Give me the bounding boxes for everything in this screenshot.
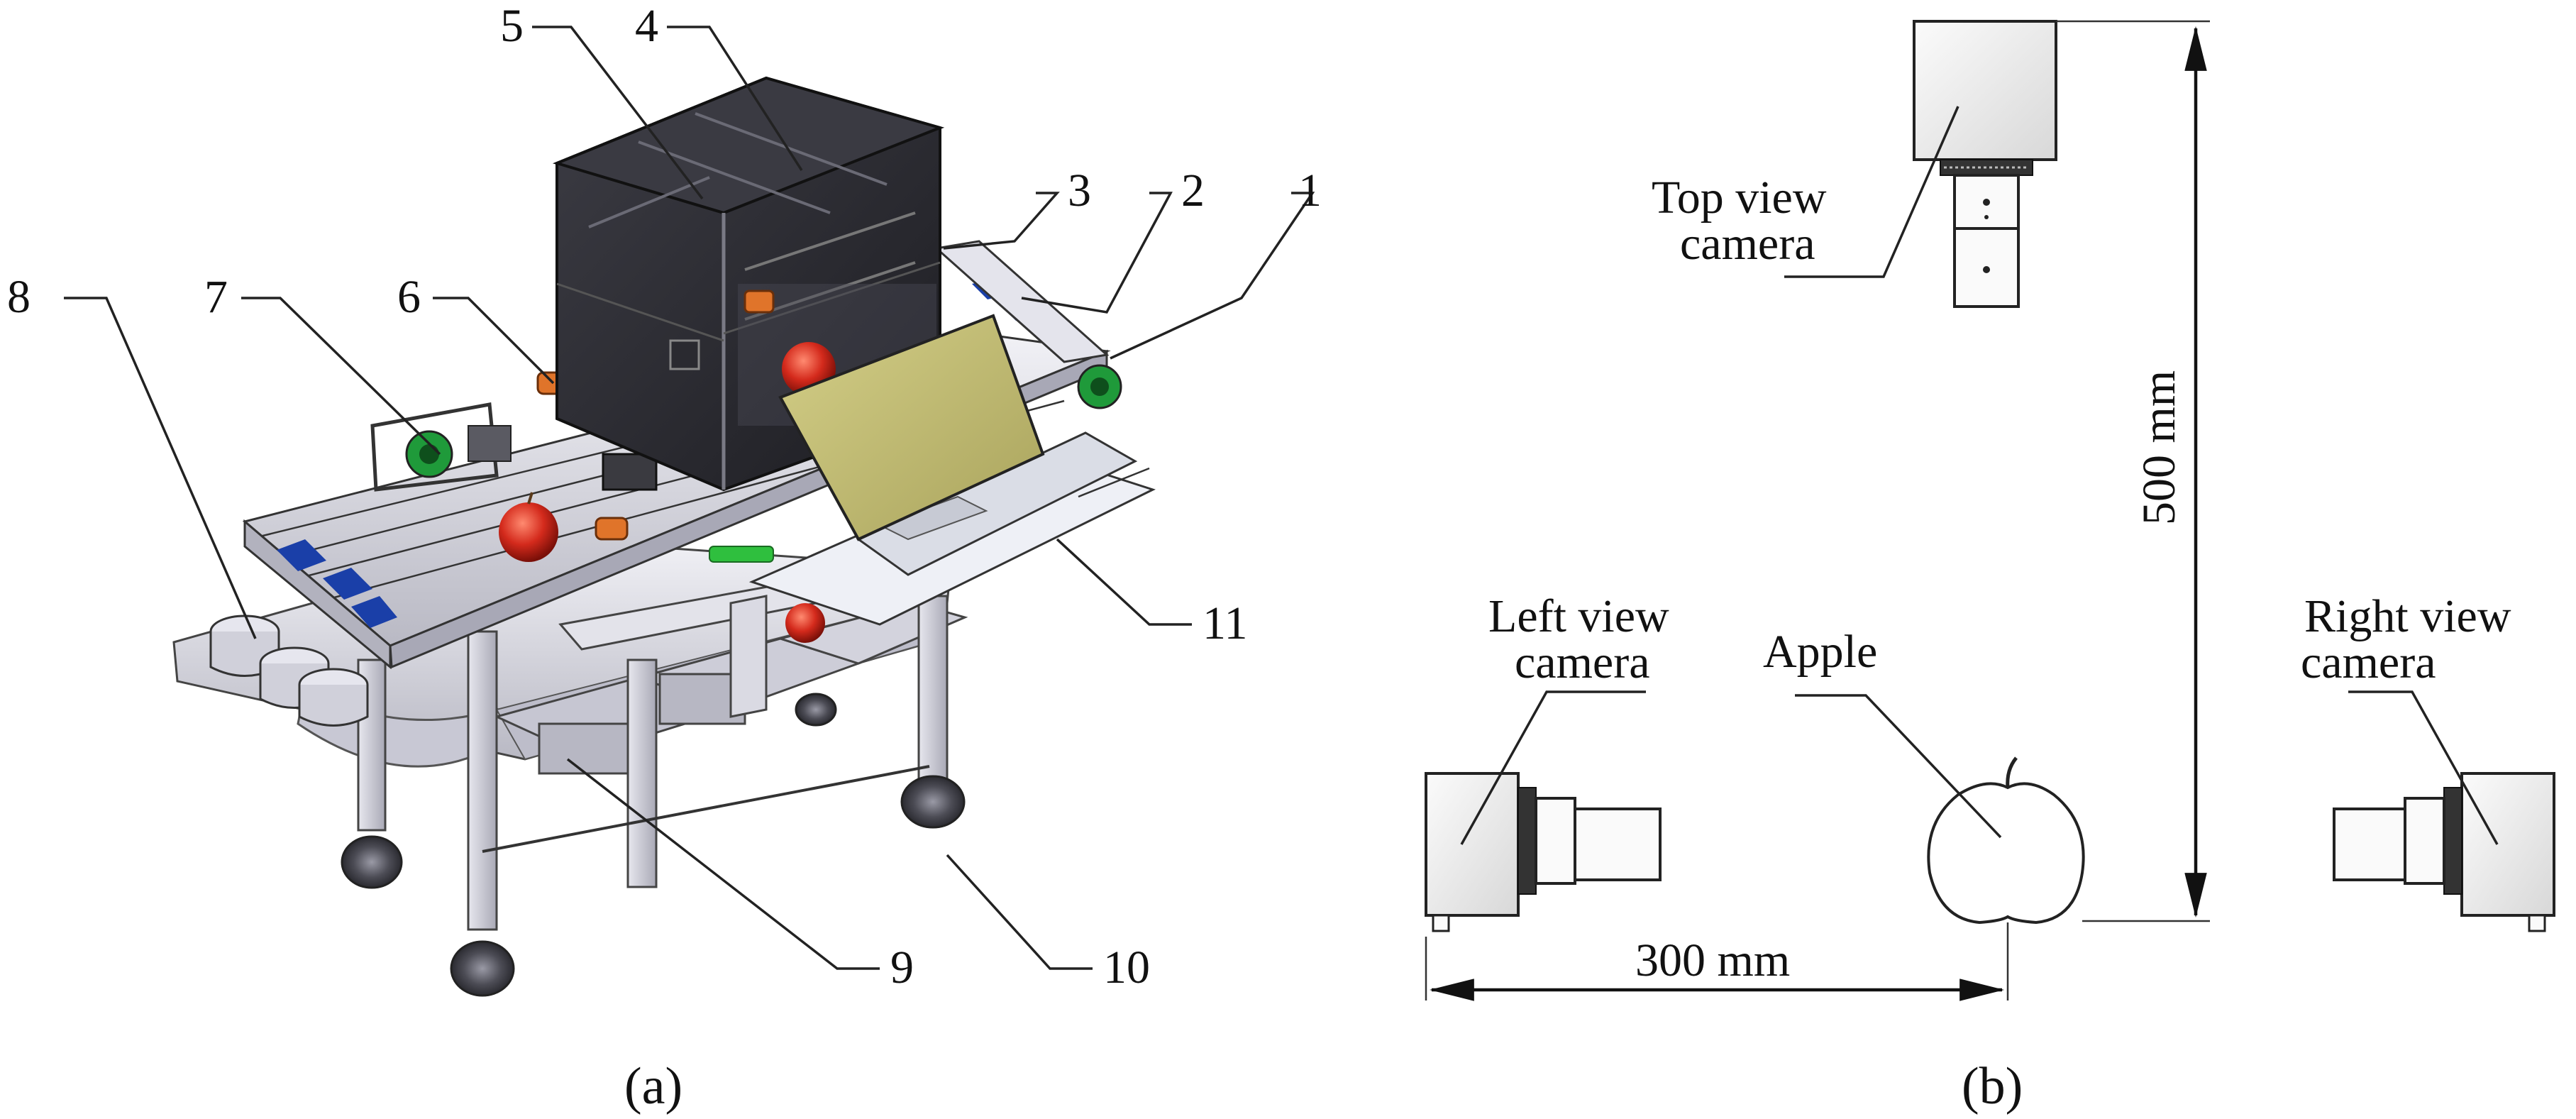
caster-wheels — [341, 693, 966, 997]
part-number-2: 2 — [1181, 165, 1205, 216]
label-top-camera-line2: camera — [1680, 218, 1815, 270]
part-number-7: 7 — [204, 271, 228, 323]
caption-a: (a) — [624, 1057, 682, 1115]
dimension-label-300mm: 300 mm — [1635, 935, 1790, 986]
part-leader-lines — [64, 26, 1315, 970]
label-left-camera-line1: Left view — [1488, 590, 1669, 642]
dimension-label-500mm: 500 mm — [2133, 370, 2185, 525]
label-left-camera-line2: camera — [1515, 636, 1650, 688]
part-number-10: 10 — [1103, 942, 1150, 993]
right-view-camera — [2333, 772, 2555, 932]
part-number-9: 9 — [890, 942, 914, 993]
part-number-3: 3 — [1068, 165, 1091, 216]
part-numbers: 1 2 3 4 5 6 7 8 9 10 11 — [7, 0, 1322, 993]
part-number-6: 6 — [397, 271, 421, 323]
laptop-computer — [748, 314, 1156, 626]
part-number-5: 5 — [500, 0, 524, 52]
label-right-camera-line1: Right view — [2304, 590, 2511, 642]
left-view-camera — [1425, 772, 1662, 932]
part-number-11: 11 — [1203, 597, 1248, 649]
apple-shape — [1927, 756, 2085, 925]
apple-on-belt — [499, 502, 558, 562]
dimension-lines — [1425, 20, 2210, 1001]
apple-in-box — [785, 603, 825, 643]
part-number-4: 4 — [635, 0, 658, 52]
panel-a-machine — [172, 76, 1156, 997]
top-view-camera — [1913, 20, 2057, 308]
label-top-camera-line1: Top view — [1652, 172, 1827, 224]
part-number-8: 8 — [7, 271, 31, 323]
panel-b-layout: Top view camera Left view camera Apple R… — [1425, 20, 2555, 1001]
label-apple: Apple — [1763, 626, 1877, 678]
part-number-1: 1 — [1298, 165, 1322, 216]
label-right-camera-line2: camera — [2301, 636, 2436, 688]
caption-b: (b) — [1962, 1057, 2023, 1115]
label-leader-lines — [1460, 106, 2499, 845]
sensor-near — [595, 517, 629, 541]
laptop-screen — [778, 314, 1045, 541]
